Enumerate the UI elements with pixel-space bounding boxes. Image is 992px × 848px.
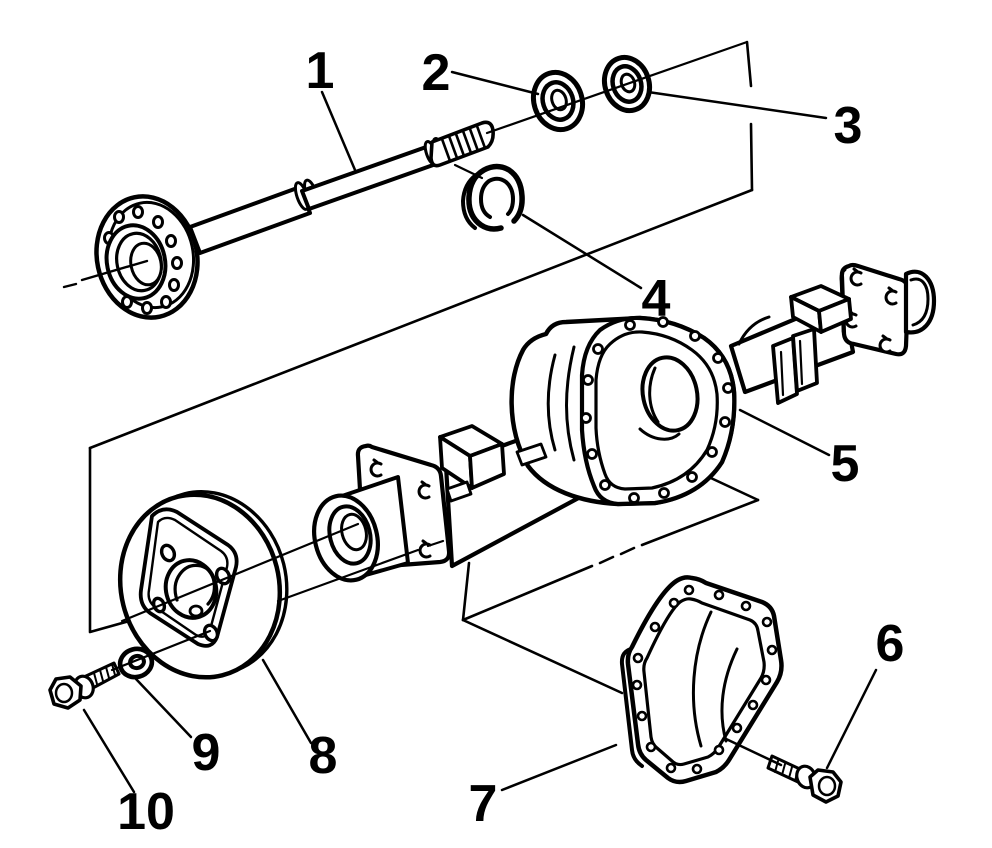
leader-10 (82, 708, 136, 794)
bolt-threads (93, 663, 116, 685)
right-spring-pad (789, 284, 853, 334)
callout-4: 4 (642, 270, 671, 328)
axis-lines (62, 40, 749, 672)
cover-plane-top-edge (461, 498, 760, 622)
left-spring-pad (438, 424, 548, 503)
callout-2: 2 (422, 44, 451, 102)
bolt-nut-align-line (110, 629, 212, 672)
shaft-section-thin (300, 144, 438, 211)
axle-shaft (94, 120, 495, 320)
cover-creases (691, 610, 739, 748)
carrier-ribs (546, 345, 576, 462)
cover-bolt-holes (631, 584, 778, 775)
cover-flange-thickness (619, 647, 644, 768)
leader-5 (738, 408, 831, 457)
drum-axis-line (120, 522, 360, 623)
callout-8: 8 (309, 727, 338, 785)
callout-5: 5 (831, 435, 860, 493)
cover-plane-bottom-edge (461, 618, 624, 695)
spline-hatching (440, 124, 487, 163)
left-stub-bore-inner (340, 512, 368, 552)
c-lock-clip (461, 163, 525, 232)
right-stub-rim (909, 277, 930, 327)
callout-10: 10 (117, 783, 175, 841)
hub-center-ring (173, 563, 216, 606)
differential-cover (619, 575, 784, 785)
axle-housing (312, 262, 937, 583)
leader-4 (521, 213, 643, 290)
hub-notch (188, 604, 204, 618)
leader-7 (500, 743, 618, 792)
drum-flange-align-line (276, 539, 445, 603)
callout-6: 6 (876, 615, 905, 673)
callout-9: 9 (192, 724, 221, 782)
cover-bolt (766, 754, 843, 804)
leader-2 (450, 70, 540, 96)
callout-labels: 1 2 3 4 5 6 7 8 9 10 (117, 42, 904, 841)
gasket-face-inner (594, 330, 719, 491)
brake-drum-hub (117, 490, 289, 680)
callout-3: 3 (834, 97, 863, 155)
tube-collar (737, 315, 771, 346)
leader-8 (261, 658, 313, 745)
bracket-right-edge (745, 40, 754, 192)
leader-6 (825, 668, 878, 770)
callout-7: 7 (469, 775, 498, 833)
leader-3 (646, 90, 828, 120)
axle-center-hole (129, 241, 163, 287)
cover-bolt-threads (774, 760, 799, 782)
shock-bracket-left-plate (771, 336, 799, 405)
leader-1 (320, 90, 357, 172)
long-diagonal-witness-line (88, 188, 754, 450)
leader-9 (134, 677, 193, 739)
shaft-axis-line (485, 40, 749, 135)
shock-bracket-right-plate (791, 327, 819, 393)
cover-inner-line (642, 597, 766, 767)
retainer-bolt (48, 661, 121, 710)
callout-1: 1 (306, 42, 335, 100)
leader-cover-bolt (722, 736, 783, 767)
pinion-opening (640, 355, 700, 433)
clip-groove-line (453, 163, 484, 180)
flange-axis-dash-dot (62, 259, 149, 289)
leader-lines (82, 70, 878, 794)
cover-outer (625, 575, 784, 785)
gasket-face-bolt-holes (580, 316, 734, 504)
opening-detail (638, 366, 681, 441)
shaft-section-thick (188, 185, 312, 255)
